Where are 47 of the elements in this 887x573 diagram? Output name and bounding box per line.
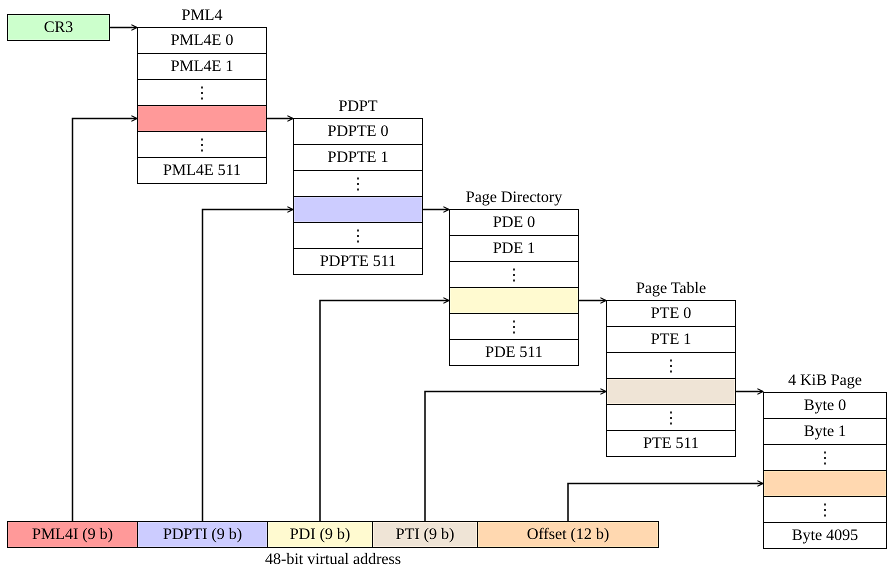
address-label: 48-bit virtual address <box>264 550 402 570</box>
arrow <box>424 388 607 521</box>
arrow <box>736 388 764 395</box>
arrow <box>319 297 450 521</box>
table-title: Page Directory <box>464 188 564 208</box>
table-entry: PDPTE 0 <box>293 118 423 145</box>
table-entry: PDE 0 <box>449 209 579 236</box>
table-title: PML4 <box>180 6 224 26</box>
table-entry: ⋮ <box>763 496 887 523</box>
table-title: PDPT <box>337 97 379 117</box>
table-entry: PML4E 0 <box>137 27 267 54</box>
table-entry: PTE 1 <box>606 326 736 353</box>
address-field: PML4I (9 b) <box>7 521 138 548</box>
arrow <box>579 297 607 304</box>
highlighted-entry <box>449 287 579 314</box>
table-entry: ⋮ <box>606 404 736 431</box>
highlighted-entry <box>606 378 736 405</box>
arrow <box>202 206 294 521</box>
table-entry: PDE 511 <box>449 339 579 366</box>
address-field: PDI (9 b) <box>267 521 373 548</box>
table-entry: PML4E 1 <box>137 53 267 80</box>
highlighted-entry <box>293 196 423 223</box>
table-entry: PML4E 511 <box>137 157 267 184</box>
arrow <box>110 24 138 31</box>
table-entry: PDE 1 <box>449 235 579 262</box>
address-field: PTI (9 b) <box>372 521 478 548</box>
table-entry: ⋮ <box>293 222 423 249</box>
arrow <box>567 480 764 521</box>
table-entry: PDPTE 511 <box>293 248 423 275</box>
table-entry: PTE 511 <box>606 430 736 457</box>
table-entry: Byte 0 <box>763 392 887 419</box>
table-entry: Byte 1 <box>763 418 887 445</box>
arrow <box>423 206 450 213</box>
table-entry: ⋮ <box>137 131 267 158</box>
table-entry: ⋮ <box>449 313 579 340</box>
table-title: Page Table <box>634 279 708 299</box>
highlighted-entry <box>763 470 887 497</box>
table-entry: Byte 4095 <box>763 522 887 549</box>
table-entry: PDPTE 1 <box>293 144 423 171</box>
table-title: 4 KiB Page <box>787 371 863 391</box>
register-box: CR3 <box>7 14 110 41</box>
table-entry: PTE 0 <box>606 300 736 327</box>
address-field: PDPTI (9 b) <box>137 521 268 548</box>
arrow <box>267 115 294 122</box>
highlighted-entry <box>137 105 267 132</box>
address-field: Offset (12 b) <box>477 521 659 548</box>
arrow <box>72 115 138 521</box>
